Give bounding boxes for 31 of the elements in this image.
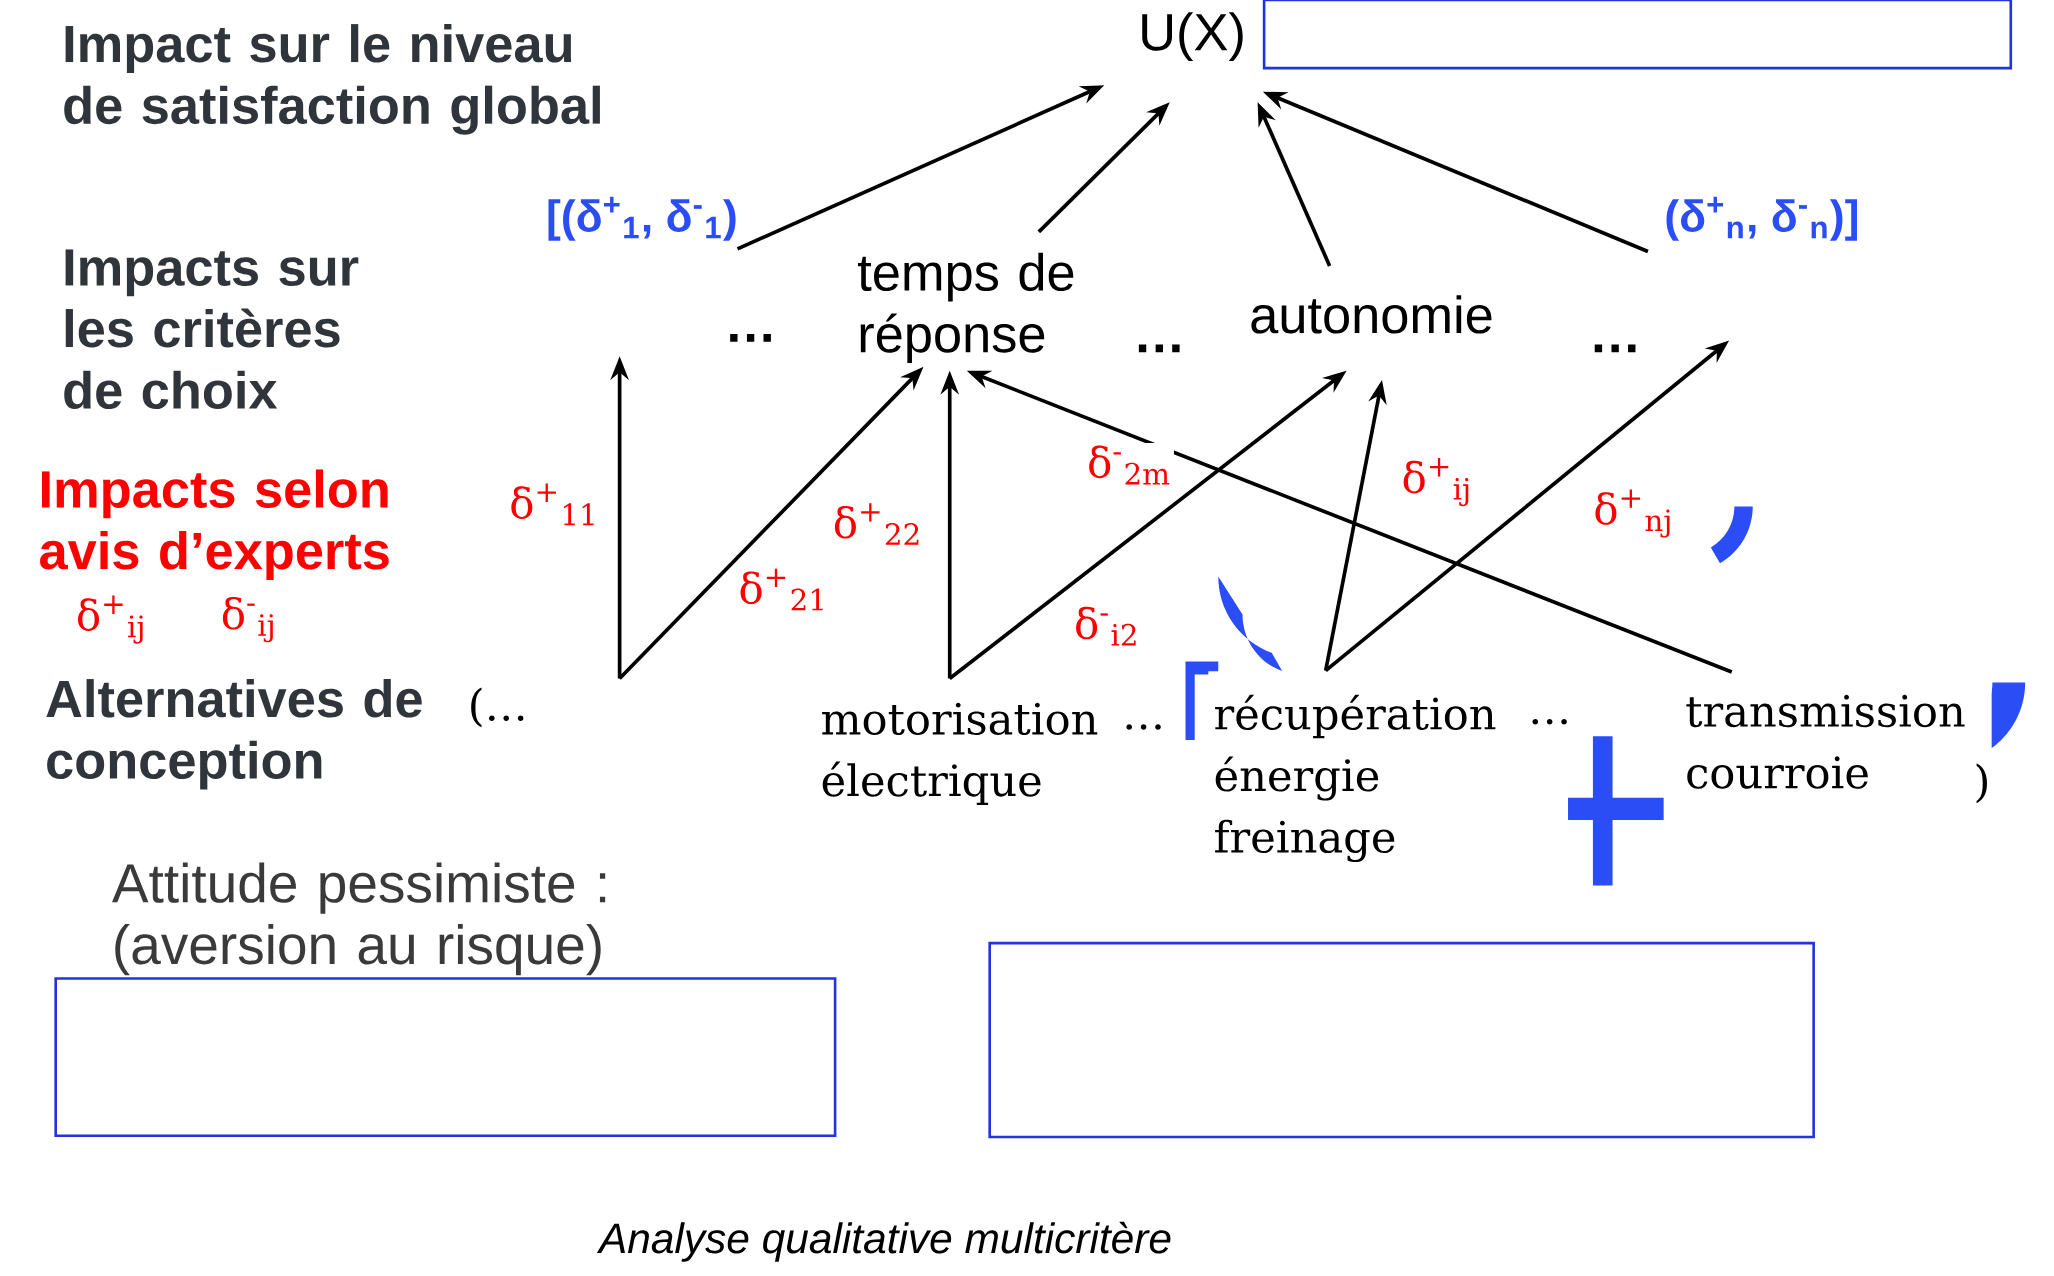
ellipsis-text: … [730, 334, 771, 342]
heading-text: Alternatives de conception [46, 679, 422, 790]
alternative-text: récupération énergie freinage [1208, 671, 1521, 886]
ellipsis-text: … [1594, 344, 1636, 353]
ellipsis-text: … [1532, 719, 1567, 725]
symbol-text: δ$^{+}$ij [78, 595, 143, 644]
bracket-text: ) [1976, 763, 1987, 804]
formula-text: U(X) [1142, 12, 1243, 62]
ellipsis-text: … [1126, 724, 1161, 730]
criterion-text: temps de réponse [858, 252, 1074, 364]
symbol-text: δ$^{-}$ij [222, 597, 273, 643]
bracket-text: (… [471, 687, 524, 728]
edge-label: δ$^{+}$ij [1398, 455, 1476, 509]
edge-label: δ$^{+}$nj [1590, 486, 1677, 541]
edge-label: δ$^{+}$21 [735, 566, 831, 613]
heading-text: Impacts sur les critères de choix [64, 249, 359, 410]
criterion-text: autonomie [1251, 295, 1492, 334]
caption-text: Analyse qualitative multicritère [596, 1221, 1171, 1262]
edge-label: δ$^{-}$i2 [1071, 604, 1143, 649]
note-text: Attitude pessimiste : (aversion au risque) [112, 862, 606, 976]
empty-box [1262, 0, 2013, 70]
ellipsis-text: … [1138, 344, 1180, 353]
interval-text: (δ$^{+}$$_{n}$, δ$^{-}$$_{n}$)] [1666, 196, 1857, 241]
empty-box [988, 941, 1815, 1139]
empty-box [54, 977, 837, 1138]
edge-label: δ$^{-}$2m [1084, 443, 1174, 488]
heading-text: Impacts selon avis d’experts [40, 469, 389, 580]
interval-text: [(δ$^{+}$$_{1}$, δ$^{-}$$_{1}$) [548, 196, 736, 241]
heading-text: Impact sur le niveau de satisfaction global [64, 24, 600, 135]
edge-label: δ$^{+}$22 [830, 500, 926, 548]
edge-label: δ$^{+}$11 [506, 480, 602, 528]
